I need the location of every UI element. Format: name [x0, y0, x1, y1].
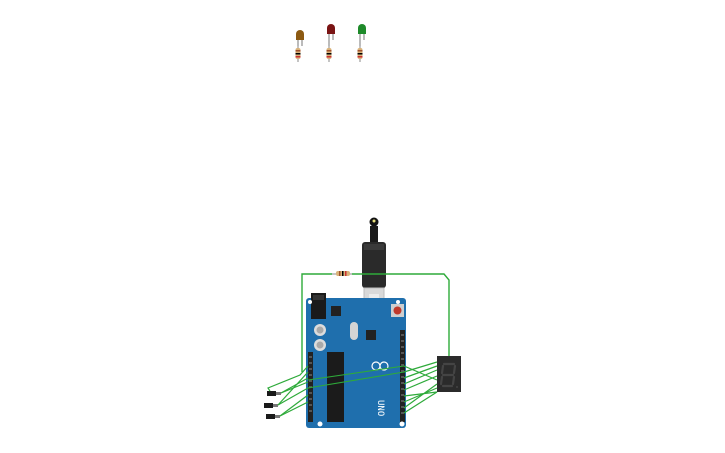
voltage-regulator — [331, 306, 341, 316]
resistor-2[interactable] — [326, 46, 332, 62]
atmega-chip — [327, 352, 344, 422]
led-green[interactable] — [358, 24, 366, 46]
usb-chip — [366, 330, 376, 340]
button-wires[interactable] — [267, 365, 309, 417]
seven-segment-display[interactable] — [437, 356, 461, 392]
led-yellow[interactable] — [296, 30, 304, 46]
push-button-3[interactable] — [266, 414, 280, 419]
arduino-uno-board[interactable]: UNO — [306, 293, 406, 428]
push-button-2[interactable] — [264, 403, 278, 408]
crystal — [350, 322, 358, 340]
resistor-1[interactable] — [295, 46, 301, 62]
board-brand-label: UNO — [375, 400, 385, 416]
reset-button[interactable] — [391, 304, 404, 317]
wire-top[interactable] — [301, 273, 450, 372]
cross-wires[interactable] — [307, 365, 405, 389]
resistor-4[interactable] — [332, 271, 352, 276]
display-wires[interactable] — [403, 361, 438, 414]
push-button-1[interactable] — [267, 391, 281, 396]
resistor-3[interactable] — [357, 46, 363, 62]
led-red[interactable] — [327, 24, 335, 46]
